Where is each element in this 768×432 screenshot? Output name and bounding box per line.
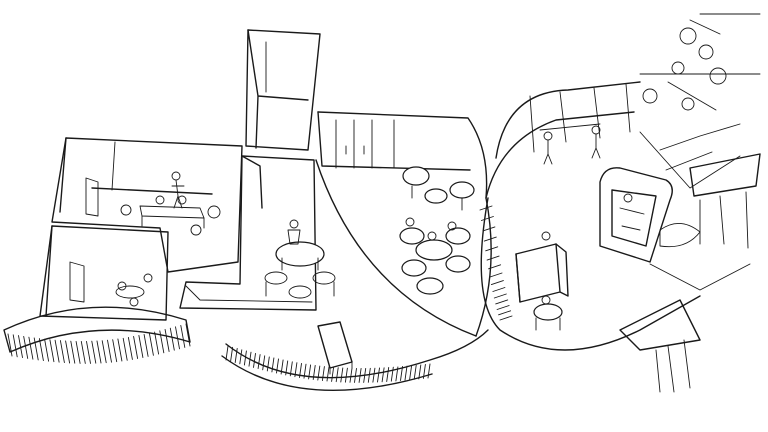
conference-table: [139, 205, 205, 229]
slatted-screen-left: [3, 306, 191, 364]
meeting-chairs-upper: [120, 195, 221, 236]
phone-booth: [599, 167, 673, 263]
reception-area: [480, 123, 741, 351]
round-table-group: [264, 219, 336, 299]
meeting-room-lower: [39, 225, 169, 321]
meeting-room-upper: [51, 137, 243, 273]
plant-terrace: [619, 13, 761, 393]
lounge-chair-reception: [533, 295, 563, 331]
standing-person-upper: [171, 171, 185, 209]
leaf-cluster: [642, 19, 727, 111]
corridor-pod: [179, 155, 317, 311]
curved-glass-wall: [485, 81, 641, 199]
person-standing-door: [543, 125, 601, 165]
person-seated-1: [287, 219, 301, 245]
reception-desk: [515, 231, 569, 303]
central-lounge: [315, 159, 492, 337]
small-table-lower: [115, 273, 153, 307]
lounge-chairs: [399, 166, 475, 295]
slatted-wall-bottom: [221, 329, 489, 391]
tall-partition-box: [245, 29, 321, 151]
sideboard: [317, 321, 353, 375]
person-seated-2: [405, 217, 457, 241]
